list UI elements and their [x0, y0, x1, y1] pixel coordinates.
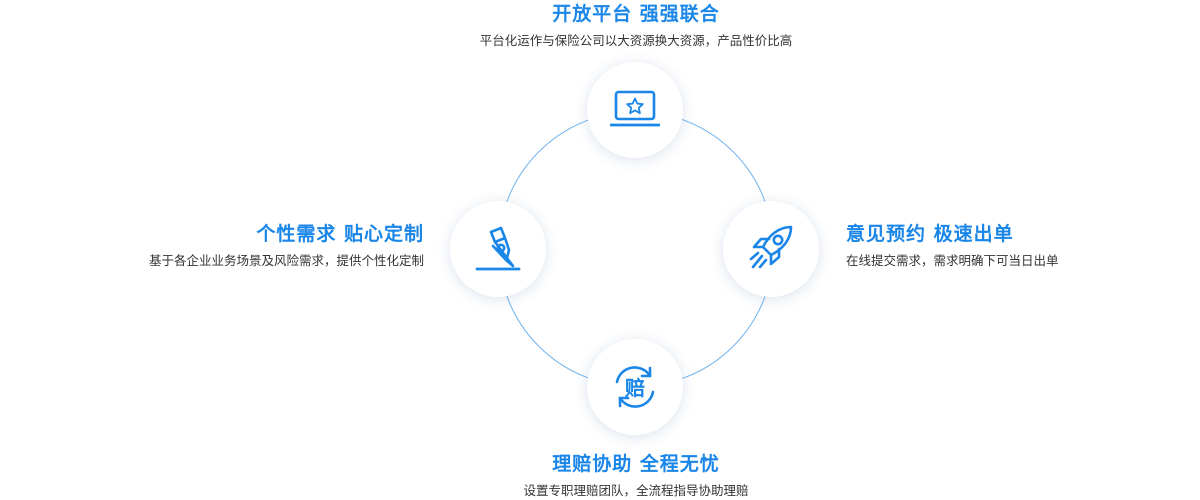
feature-title: 意见预约 极速出单	[846, 223, 1014, 245]
feature-description: 基于各企业业务场景及风险需求，提供个性化定制	[148, 253, 424, 268]
feature-custom: 个性需求 贴心定制 基于各企业业务场景及风险需求，提供个性化定制	[149, 221, 424, 270]
rocket-icon	[749, 225, 793, 269]
feature-claim: 理赔协助 全程无忧 设置专职理赔团队，全流程指导协助理赔	[0, 451, 1200, 500]
feature-node-platform	[587, 62, 683, 158]
feature-title: 个性需求 贴心定制	[256, 223, 424, 245]
feature-title: 理赔协助 全程无忧	[552, 453, 720, 475]
feature-description: 设置专职理赔团队，全流程指导协助理赔	[523, 483, 749, 498]
feature-title: 开放平台 强强联合	[552, 3, 720, 25]
feature-platform: 开放平台 强强联合 平台化运作与保险公司以大资源换大资源，产品性价比高	[0, 1, 1200, 50]
pen-nib-icon	[475, 226, 521, 271]
feature-description: 在线提交需求，需求明确下可当日出单	[846, 253, 1059, 268]
feature-description: 平台化运作与保险公司以大资源换大资源，产品性价比高	[479, 33, 793, 48]
claim-glyph: 赔	[625, 376, 645, 400]
feature-node-fast	[723, 201, 819, 297]
feature-node-custom	[450, 201, 546, 297]
feature-node-claim: 赔	[587, 339, 683, 435]
claim-cycle-icon: 赔	[615, 366, 655, 408]
laptop-star-icon	[610, 90, 660, 127]
feature-fast: 意见预约 极速出单 在线提交需求，需求明确下可当日出单	[846, 221, 1059, 270]
